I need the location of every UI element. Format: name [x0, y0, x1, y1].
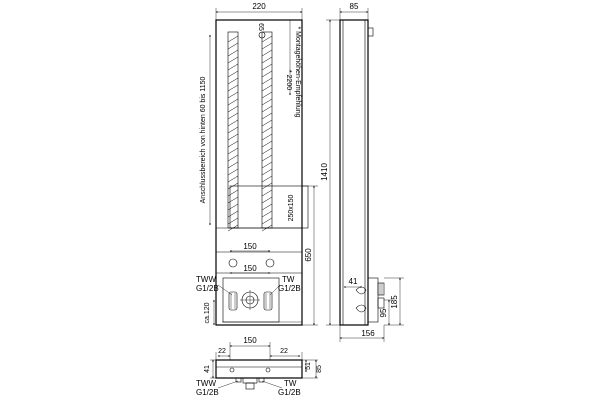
hatch-line: [227, 161, 239, 169]
hatch-line: [227, 210, 239, 218]
hatch-line: [227, 175, 239, 183]
dim-95: 95: [379, 308, 388, 317]
dim-150-top: 150: [243, 336, 257, 345]
hatch-line: [227, 217, 239, 225]
hatch-line: [261, 168, 273, 176]
hatch-line: [261, 84, 273, 92]
hatch-line: [261, 126, 273, 134]
hatch-line: [261, 56, 273, 64]
hatch-line: [227, 42, 239, 50]
label-tw-top: TW: [284, 379, 297, 388]
hatch-line: [227, 168, 239, 176]
hatch-line: [261, 147, 273, 155]
hatch-line: [261, 189, 273, 197]
dim-2200: * 2200: [285, 70, 292, 90]
top-frame: [215, 359, 303, 379]
dim-85-side: 85: [350, 2, 359, 11]
top-fitting: [367, 27, 374, 37]
tw-fitting: [263, 291, 273, 311]
hatch-line: [227, 147, 239, 155]
hatch-line: [261, 217, 273, 225]
hatch-line: [261, 119, 273, 127]
hatch-line: [261, 210, 273, 218]
hatch-line: [227, 112, 239, 120]
note-montage: * Montagehöhen-Empfehlung: [294, 26, 301, 117]
hatch-line: [261, 91, 273, 99]
mount-hole-left: [228, 258, 238, 268]
front-view: 220 65 * 2200 * Montagehöhen-Empfehlung …: [196, 2, 318, 326]
dim-22-left: 22: [218, 348, 226, 355]
hatch-line: [227, 189, 239, 197]
label-tw-thread: G1/2B: [278, 284, 301, 293]
dim-150-upper: 150: [243, 242, 257, 251]
label-tw: TW: [282, 275, 295, 284]
hatch-line: [261, 161, 273, 169]
hatch-line: [227, 84, 239, 92]
hatch-line: [261, 133, 273, 141]
label-tww-top: TWW: [196, 379, 216, 388]
dim-41-top: 41: [204, 365, 211, 373]
hatch-line: [261, 140, 273, 148]
dim-156: 156: [361, 329, 375, 338]
hatch-line: [261, 42, 273, 50]
dim-51: 51: [305, 362, 312, 370]
hatch-line: [261, 98, 273, 106]
hatch-line: [261, 203, 273, 211]
hatch-line: [261, 112, 273, 120]
hatch-line: [227, 98, 239, 106]
connection-box: [229, 185, 309, 229]
hatch-line: [261, 63, 273, 71]
hatch-line: [227, 49, 239, 57]
label-tww-thread: G1/2B: [196, 284, 219, 293]
hatch-line: [227, 77, 239, 85]
hatch-line: [261, 70, 273, 78]
hatch-line: [227, 126, 239, 134]
dim-650: 650: [304, 248, 313, 262]
note-anschluss: Anschlussbereich von hinten 60 bis 1150: [200, 77, 207, 204]
hatch-line: [261, 105, 273, 113]
hatch-line: [227, 70, 239, 78]
side-view: 85 1410 41 185 95 156: [320, 2, 404, 342]
label-tww: TWW: [196, 275, 216, 284]
dim-ca120: ca.120: [204, 302, 211, 323]
hatch-line: [227, 133, 239, 141]
hatch-line: [261, 196, 273, 204]
hatch-line: [261, 49, 273, 57]
front-frame: [215, 19, 303, 326]
hatch-line: [227, 119, 239, 127]
hatch-line: [261, 154, 273, 162]
hatch-line: [261, 77, 273, 85]
side-frame: [339, 19, 369, 326]
dim-185: 185: [390, 295, 399, 309]
hatch-line: [227, 105, 239, 113]
hatching: [227, 35, 273, 232]
dim-85-top: 85: [316, 365, 323, 373]
hatch-line: [227, 56, 239, 64]
hatch-line: [227, 196, 239, 204]
hatch-line: [261, 175, 273, 183]
hatch-line: [227, 140, 239, 148]
dim-150-lower: 150: [243, 264, 257, 273]
label-tww-thread-top: G1/2B: [196, 388, 219, 397]
dim-250x150: 250x150: [288, 194, 295, 221]
hatch-line: [227, 63, 239, 71]
dim-1410: 1410: [320, 163, 329, 181]
dim-22-right: 22: [280, 348, 288, 355]
hatch-line: [227, 91, 239, 99]
hatch-line: [227, 35, 239, 43]
hatch-line: [227, 203, 239, 211]
dim-41-side: 41: [349, 277, 358, 286]
hatch-line: [261, 35, 273, 43]
label-tw-thread-top: G1/2B: [278, 388, 301, 397]
hatch-line: [227, 154, 239, 162]
top-hole: [258, 31, 266, 39]
top-fittings: [235, 377, 265, 390]
dim-220: 220: [252, 2, 266, 11]
dim-65: 65: [257, 23, 264, 31]
mount-hole-right: [265, 258, 275, 268]
top-view: 150 22 22 41 51 85 TWW G1/2B TW G1/2B: [196, 336, 323, 397]
tww-fitting: [228, 291, 238, 311]
